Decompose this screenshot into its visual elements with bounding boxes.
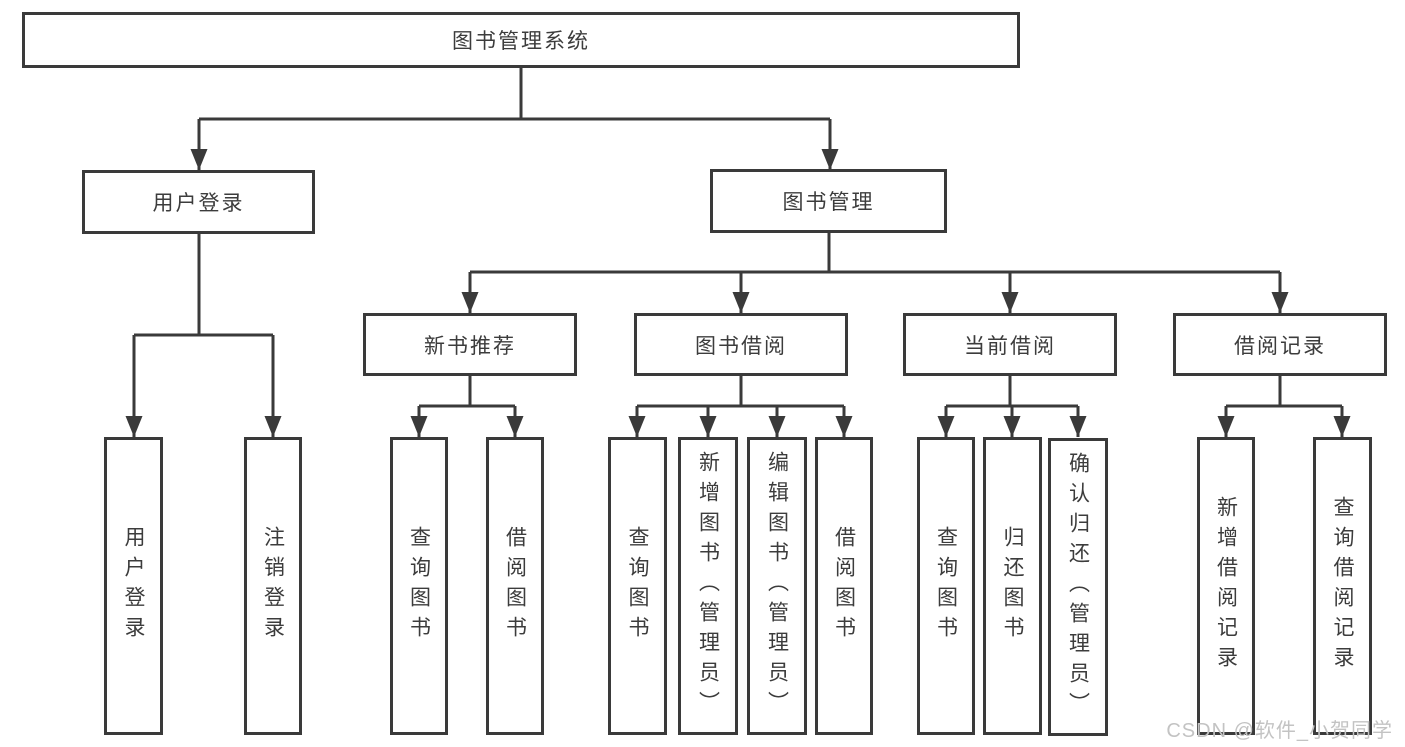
leaf-user-login: 用户登录 [104,437,163,735]
node-label: 编辑图书（管理员） [765,451,789,721]
leaf-query-books-recommend: 查询图书 [390,437,448,735]
node-label: 借阅图书 [503,526,527,646]
leaf-confirm-return-admin: 确认归还（管理员） [1048,438,1108,736]
node-label: 新书推荐 [424,334,516,358]
leaf-add-borrow-record: 新增借阅记录 [1197,437,1255,735]
node-label: 归还图书 [1001,526,1024,646]
node-label: 查询借阅记录 [1331,496,1354,676]
leaf-borrow-books: 借阅图书 [815,437,873,735]
node-label: 用户登录 [152,192,245,215]
node-current-borrowing: 当前借阅 [903,313,1117,376]
node-label: 新增图书（管理员） [696,451,720,721]
node-label: 图书借阅 [695,334,787,358]
node-label: 借阅记录 [1234,334,1326,358]
node-label: 图书管理系统 [452,30,590,53]
leaf-query-books-current: 查询图书 [917,437,975,735]
node-label: 图书管理 [782,191,875,214]
node-label: 查询图书 [407,526,431,646]
leaf-edit-books-admin: 编辑图书（管理员） [747,437,807,735]
node-label: 用户登录 [122,526,145,646]
node-new-book-recommendation: 新书推荐 [363,313,577,376]
node-borrowing-records: 借阅记录 [1173,313,1387,376]
node-label: 注销登录 [261,526,285,646]
leaf-query-borrow-record: 查询借阅记录 [1313,437,1372,735]
leaf-logout-login: 注销登录 [244,437,302,735]
node-label: 借阅图书 [832,526,856,646]
leaf-query-books-borrow: 查询图书 [608,437,667,735]
node-label: 查询图书 [626,526,649,646]
node-library-management-system: 图书管理系统 [22,12,1020,68]
node-book-management: 图书管理 [710,169,947,233]
node-label: 当前借阅 [964,334,1056,358]
node-book-borrowing: 图书借阅 [634,313,848,376]
node-user-login: 用户登录 [82,170,315,234]
leaf-return-books: 归还图书 [983,437,1042,735]
leaf-borrow-books-recommend: 借阅图书 [486,437,544,735]
node-label: 确认归还（管理员） [1066,452,1090,722]
node-label: 新增借阅记录 [1214,496,1238,676]
csdn-watermark: CSDN @软件_小贺同学 [1166,720,1393,742]
leaf-add-books-admin: 新增图书（管理员） [678,437,738,735]
node-label: 查询图书 [934,526,958,646]
